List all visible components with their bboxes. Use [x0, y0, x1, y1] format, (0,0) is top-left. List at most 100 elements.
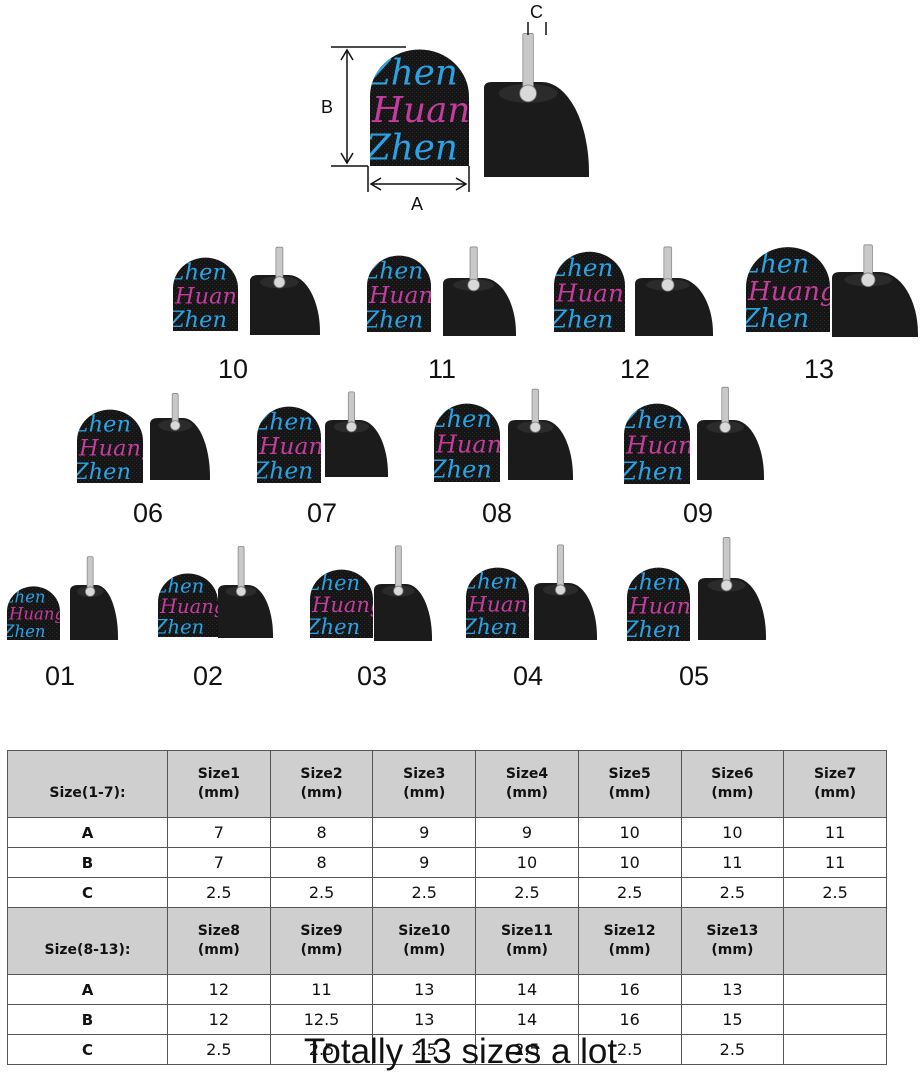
- table-cell: 13: [372, 1004, 477, 1035]
- size-header-unit: (mm): [711, 785, 754, 801]
- table-cell: 9: [372, 847, 477, 878]
- pad-word: Zhen: [619, 456, 683, 485]
- pad-word: Huang: [435, 430, 518, 458]
- dimension-row-label: B: [7, 1004, 168, 1035]
- table-header-row: Size(1-7):Size1(mm)Size2(mm)Size3(mm)Siz…: [7, 750, 887, 818]
- size-column-header: Size11(mm): [475, 907, 579, 975]
- table-cell: 2.5: [577, 1034, 682, 1065]
- pin-washer: [719, 421, 731, 433]
- dimension-row-label: A: [7, 974, 168, 1005]
- table-cell: 12: [167, 974, 271, 1005]
- metal-pin: [86, 556, 94, 592]
- pin-washer: [235, 586, 247, 597]
- size-header-name: Size10: [398, 923, 451, 939]
- pad-word: Huang: [628, 593, 705, 619]
- pad-word: Zhen: [741, 249, 809, 279]
- size-header-name: Size11: [500, 923, 553, 939]
- table-cell: 10: [577, 817, 682, 848]
- heel-cap: [374, 584, 432, 641]
- heel-pad: [367, 255, 431, 332]
- pad-word: Huang: [371, 90, 493, 131]
- table-cell: 2.5: [167, 1034, 271, 1065]
- heel-cap: [698, 578, 766, 640]
- pad-word: Zhen: [153, 574, 204, 597]
- table-cell: 14: [475, 974, 579, 1005]
- pin-washer: [661, 278, 675, 292]
- pad-word: Huang: [625, 431, 710, 460]
- pin-washer: [169, 420, 181, 431]
- table-cell: 10: [577, 847, 682, 878]
- size-header-name: Size8: [197, 923, 240, 939]
- size-header-name: Size9: [300, 923, 343, 939]
- size-label: 06: [133, 498, 163, 528]
- size-header-name: Size3: [403, 766, 446, 782]
- table-cell: 2.5: [269, 877, 374, 908]
- table-cell: 12: [167, 1004, 271, 1035]
- metal-pin: [237, 545, 245, 592]
- pad-word: Zhen: [461, 570, 518, 595]
- metal-pin: [522, 33, 534, 94]
- pad-word: Zhen: [365, 52, 458, 93]
- size-column-header: Size9 (mm): [269, 907, 374, 975]
- table-cell: 13: [372, 974, 477, 1005]
- heel-cap: [635, 278, 713, 336]
- heel-cap: [218, 585, 273, 638]
- table-cell: 8: [269, 817, 374, 848]
- heel-pad: [158, 573, 218, 637]
- table-cell: 14: [475, 1004, 579, 1035]
- size-header-unit: (mm): [197, 942, 240, 958]
- table-cell: 10: [680, 817, 785, 848]
- pad-word: Huang: [368, 281, 448, 309]
- size-header-name: Size7: [813, 766, 857, 782]
- size-group-label: Size(8-13):: [7, 907, 168, 975]
- pad-word: Zhen: [622, 570, 681, 596]
- pad-word: Zhen: [429, 456, 492, 484]
- size-header-unit: (mm): [505, 785, 548, 801]
- size-column-header: Size8 (mm): [167, 907, 271, 975]
- size-label: 13: [804, 354, 834, 384]
- size-header-name: Size12: [603, 923, 656, 939]
- pad-word: Zhen: [622, 617, 681, 643]
- table-cell: 2.5: [680, 877, 785, 908]
- heel-cap: [534, 583, 597, 640]
- table-cell: 2.5: [475, 1034, 579, 1065]
- size-header-unit: (mm): [300, 942, 343, 958]
- table-cell: 7: [167, 817, 271, 848]
- pad-word: Huang: [467, 592, 541, 617]
- table-cell: 11: [783, 817, 887, 848]
- heel-pad: [466, 567, 529, 638]
- pin-washer: [467, 278, 480, 292]
- size-header-name: Size5: [608, 766, 651, 782]
- size-label: 09: [683, 498, 713, 528]
- pad-word: Zhen: [305, 615, 360, 639]
- table-cell: 11: [269, 974, 374, 1005]
- size-label: 12: [620, 354, 650, 384]
- pad-word: Zhen: [2, 622, 45, 641]
- pad-word: Zhen: [305, 571, 360, 595]
- heel-cap: [697, 420, 764, 480]
- pin-washer: [84, 586, 96, 597]
- pin-washer: [393, 585, 404, 597]
- size-header-name: Size13: [706, 923, 759, 939]
- dimension-label-a: A: [411, 194, 423, 214]
- size-label: 01: [45, 661, 75, 691]
- size-header-unit: (mm): [711, 942, 754, 958]
- heel-pad: [257, 406, 321, 483]
- heel-pad: [77, 409, 143, 483]
- pad-word: Zhen: [429, 405, 492, 433]
- size-label: 07: [307, 498, 337, 528]
